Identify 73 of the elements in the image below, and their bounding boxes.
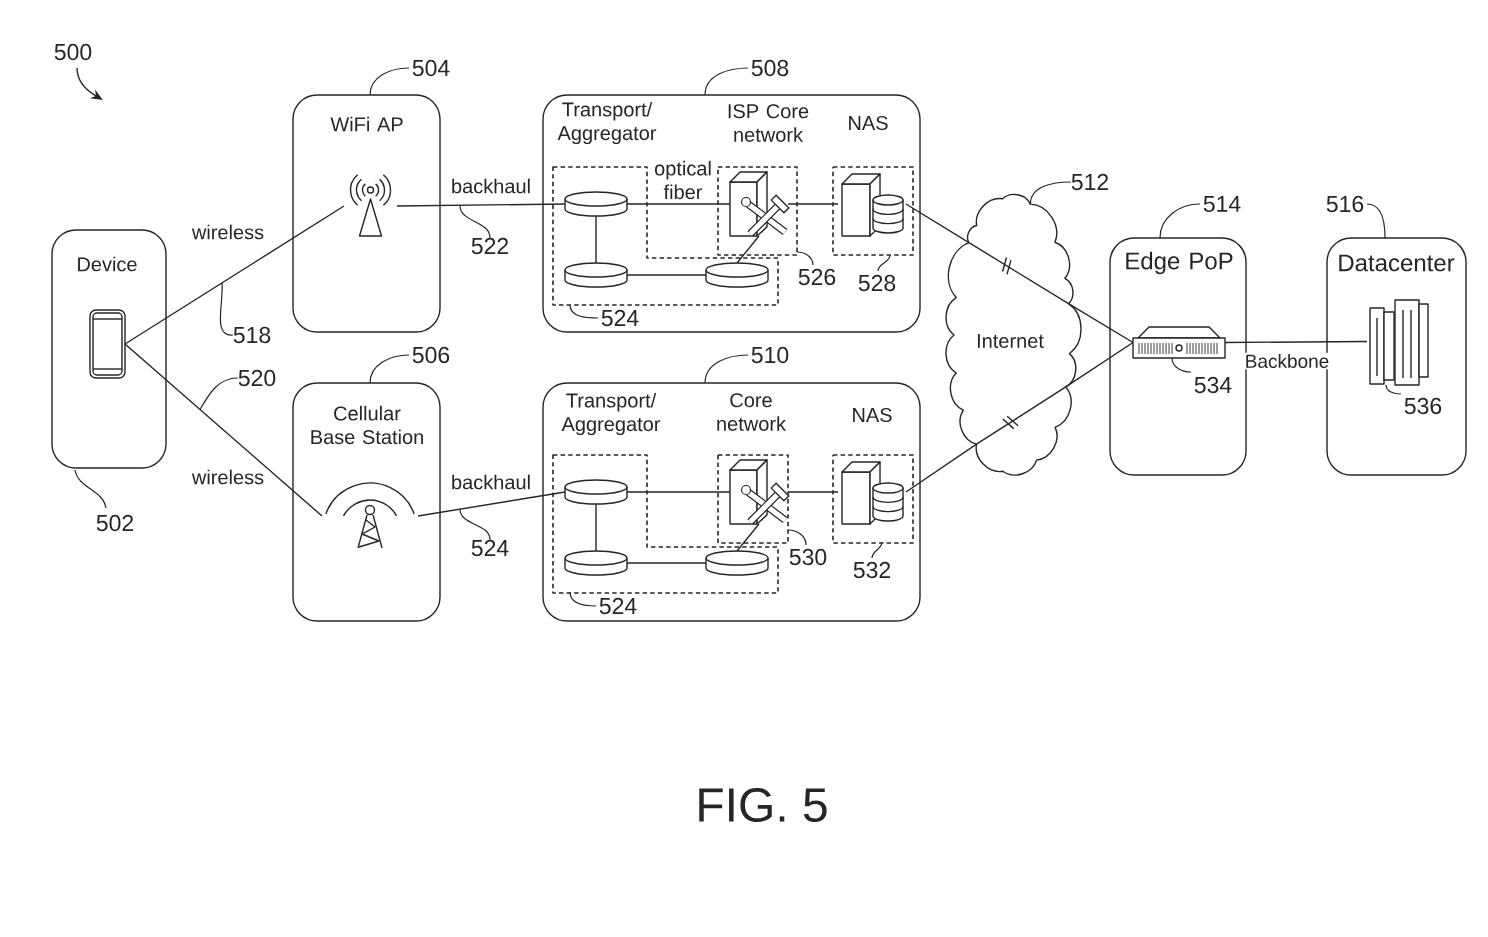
leader-line: [1029, 181, 1072, 205]
reference-numeral: 528: [858, 274, 896, 292]
cell-tower-icon: [325, 482, 415, 549]
edge-label: wireless: [190, 468, 266, 486]
connector-line: [626, 274, 707, 276]
reference-numeral: 520: [238, 369, 276, 387]
cylinder-icon: [564, 262, 628, 288]
reference-numeral: 506: [412, 346, 450, 364]
rounded-box: WiFi AP: [292, 94, 441, 333]
connector-line: [1065, 341, 1134, 388]
edge-label: backhaul: [449, 473, 533, 491]
cylinder-icon: [705, 262, 769, 288]
server-tools-icon: [729, 171, 790, 237]
connector-line: [396, 203, 566, 207]
connector-line: [787, 491, 839, 493]
edge-label: wireless: [190, 223, 266, 241]
leader-line: [459, 508, 491, 541]
reference-numeral: 502: [96, 514, 134, 532]
leader-line: [459, 204, 491, 239]
cylinder-icon: [705, 550, 769, 576]
connector-line: [626, 562, 707, 564]
reference-numeral: 524: [471, 539, 509, 557]
reference-numeral: 504: [412, 59, 450, 77]
node-label: Core network: [717, 393, 787, 431]
reference-numeral: 516: [1326, 195, 1364, 213]
phone-icon: [89, 309, 126, 379]
reference-numeral: 536: [1404, 397, 1442, 415]
cylinder-icon: [564, 550, 628, 576]
cloud: Internet: [945, 193, 1082, 476]
reference-numeral: 524: [601, 309, 639, 327]
cylinder-icon: [564, 479, 628, 505]
node-label: NAS: [853, 407, 892, 423]
cylinder-icon: [564, 191, 628, 217]
node-label: Transport/ Aggregator: [557, 101, 657, 145]
leader-line: [199, 377, 239, 411]
storage-server-icon: [841, 461, 904, 525]
reference-numeral: 510: [751, 346, 789, 364]
edge-label: Backbone: [1243, 352, 1331, 370]
connector-line: [626, 203, 731, 205]
storage-server-icon: [841, 173, 904, 237]
connector-line: [1067, 303, 1134, 344]
server-tools-icon: [729, 459, 790, 525]
reference-numeral: 526: [798, 268, 836, 286]
reference-numeral: 522: [471, 237, 509, 255]
antenna-icon: [349, 174, 392, 237]
rounded-box: Device: [51, 229, 167, 469]
rounded-box: Cellular Base Station: [292, 382, 441, 622]
connector-line: [787, 203, 839, 205]
reference-numeral: 524: [599, 597, 637, 615]
reference-numeral: 530: [789, 548, 827, 566]
node-label: Transport/ Aggregator: [561, 392, 661, 436]
connector-line: [626, 491, 731, 493]
reference-numeral: 532: [853, 561, 891, 579]
leader-line: [219, 282, 234, 336]
reference-numeral: 514: [1203, 196, 1241, 212]
connector-line: [736, 523, 760, 552]
node-label: ISP Core network: [728, 104, 809, 142]
reference-numeral: 512: [1071, 173, 1109, 191]
edge-label: backhaul: [449, 177, 533, 195]
node-label: NAS: [849, 115, 888, 131]
edge-label: optical fiber: [649, 159, 717, 201]
connector-line: [595, 215, 597, 264]
reference-numeral: 518: [233, 326, 271, 344]
connector-line: [736, 235, 760, 264]
connector-line: [124, 205, 345, 345]
reference-numeral: 534: [1194, 376, 1232, 394]
connector-line: [1224, 340, 1368, 344]
figure-caption: FIG. 5: [699, 788, 827, 822]
connector-line: [417, 491, 566, 517]
connector-line: [124, 343, 323, 517]
reference-numeral: 500: [54, 43, 92, 61]
connector-line: [595, 503, 597, 552]
reference-numeral: 508: [751, 59, 789, 77]
